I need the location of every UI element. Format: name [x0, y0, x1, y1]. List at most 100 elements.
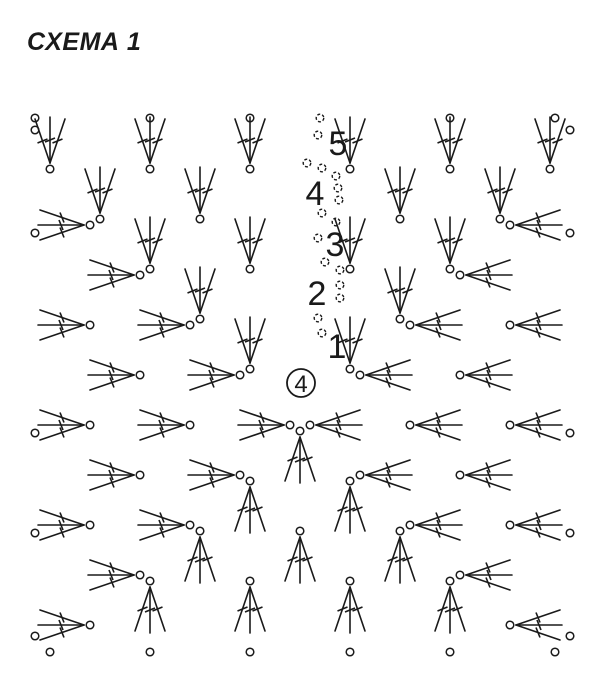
chain-stitch-dashed: [335, 265, 345, 275]
treble-cluster: [484, 166, 516, 224]
treble-cluster: [405, 409, 463, 441]
chain-stitch: [345, 647, 355, 657]
treble-cluster: [134, 576, 166, 634]
treble-cluster: [434, 116, 466, 174]
chain-stitch: [30, 125, 40, 135]
treble-cluster: [184, 266, 216, 324]
treble-cluster: [505, 309, 563, 341]
treble-cluster: [134, 116, 166, 174]
chain-stitch-dashed: [317, 163, 327, 173]
chain-stitch-dashed: [313, 130, 323, 140]
treble-cluster: [187, 359, 245, 391]
chain-stitch: [550, 647, 560, 657]
chain-stitch-dashed: [331, 171, 341, 181]
chain-stitch: [30, 428, 40, 438]
treble-cluster: [37, 309, 95, 341]
treble-cluster: [505, 409, 563, 441]
chain-stitch-dashed: [335, 293, 345, 303]
chain-stitch-dashed: [333, 183, 343, 193]
treble-cluster: [284, 526, 316, 584]
chain-stitch: [245, 113, 255, 123]
treble-cluster: [234, 476, 266, 534]
treble-cluster: [334, 216, 366, 274]
treble-cluster: [184, 166, 216, 224]
treble-cluster: [34, 116, 66, 174]
treble-cluster: [505, 209, 563, 241]
chain-stitch-dashed: [313, 233, 323, 243]
chain-stitch-dashed: [317, 208, 327, 218]
chain-stitch-dashed: [331, 217, 341, 227]
chain-stitch: [30, 113, 40, 123]
chain-stitch: [565, 428, 575, 438]
treble-cluster: [505, 609, 563, 641]
chain-stitch: [245, 647, 255, 657]
chain-stitch: [145, 113, 155, 123]
treble-cluster: [134, 216, 166, 274]
chain-stitch-dashed: [335, 280, 345, 290]
treble-cluster: [237, 409, 295, 441]
treble-cluster: [187, 459, 245, 491]
starting-ring-label: 4: [294, 371, 307, 398]
round-label-4: 4: [306, 175, 325, 213]
treble-cluster: [334, 316, 366, 374]
chain-stitch-dashed: [334, 195, 344, 205]
treble-cluster: [334, 476, 366, 534]
round-labels: 1 2 3 4 5: [306, 125, 348, 366]
treble-cluster: [137, 309, 195, 341]
chain-stitch-dashed: [320, 257, 330, 267]
treble-cluster: [334, 116, 366, 174]
chain-stitch: [550, 113, 560, 123]
round-label-5: 5: [329, 125, 348, 163]
round-label-3: 3: [326, 226, 345, 264]
treble-cluster: [37, 609, 95, 641]
treble-cluster: [384, 166, 416, 224]
chain-stitch-dashed: [317, 328, 327, 338]
treble-cluster: [37, 409, 95, 441]
treble-cluster: [455, 359, 513, 391]
treble-cluster: [87, 259, 145, 291]
round-label-2: 2: [308, 275, 327, 313]
chain-stitch-dashed: [315, 113, 325, 123]
treble-cluster: [87, 359, 145, 391]
treble-cluster: [405, 509, 463, 541]
round-label-1: 1: [328, 328, 347, 366]
treble-cluster: [84, 166, 116, 224]
treble-cluster: [234, 576, 266, 634]
chain-stitch: [145, 647, 155, 657]
treble-cluster: [355, 359, 413, 391]
treble-cluster: [87, 459, 145, 491]
treble-cluster: [234, 216, 266, 274]
treble-cluster: [87, 559, 145, 591]
treble-cluster: [505, 509, 563, 541]
chain-stitch: [30, 528, 40, 538]
treble-cluster: [37, 509, 95, 541]
treble-cluster: [434, 576, 466, 634]
chain-stitch: [30, 631, 40, 641]
treble-cluster: [334, 576, 366, 634]
treble-cluster: [137, 409, 195, 441]
treble-cluster: [434, 216, 466, 274]
treble-cluster: [405, 309, 463, 341]
starting-ring-circle: [286, 368, 316, 398]
treble-cluster: [284, 426, 316, 484]
treble-cluster: [137, 509, 195, 541]
treble-cluster: [384, 526, 416, 584]
treble-cluster: [355, 459, 413, 491]
treble-cluster: [37, 209, 95, 241]
chain-stitch: [445, 113, 455, 123]
chain-stitch: [565, 228, 575, 238]
chain-stitch: [30, 228, 40, 238]
chart-symbols: [30, 113, 575, 657]
treble-cluster: [455, 259, 513, 291]
treble-cluster: [534, 116, 566, 174]
chain-stitch-dashed: [313, 313, 323, 323]
treble-cluster: [305, 409, 363, 441]
treble-cluster: [455, 559, 513, 591]
treble-cluster: [455, 459, 513, 491]
starting-ring: 4: [286, 368, 316, 398]
chain-stitch: [445, 647, 455, 657]
chain-stitch: [565, 631, 575, 641]
chain-stitch: [565, 528, 575, 538]
treble-cluster: [234, 316, 266, 374]
